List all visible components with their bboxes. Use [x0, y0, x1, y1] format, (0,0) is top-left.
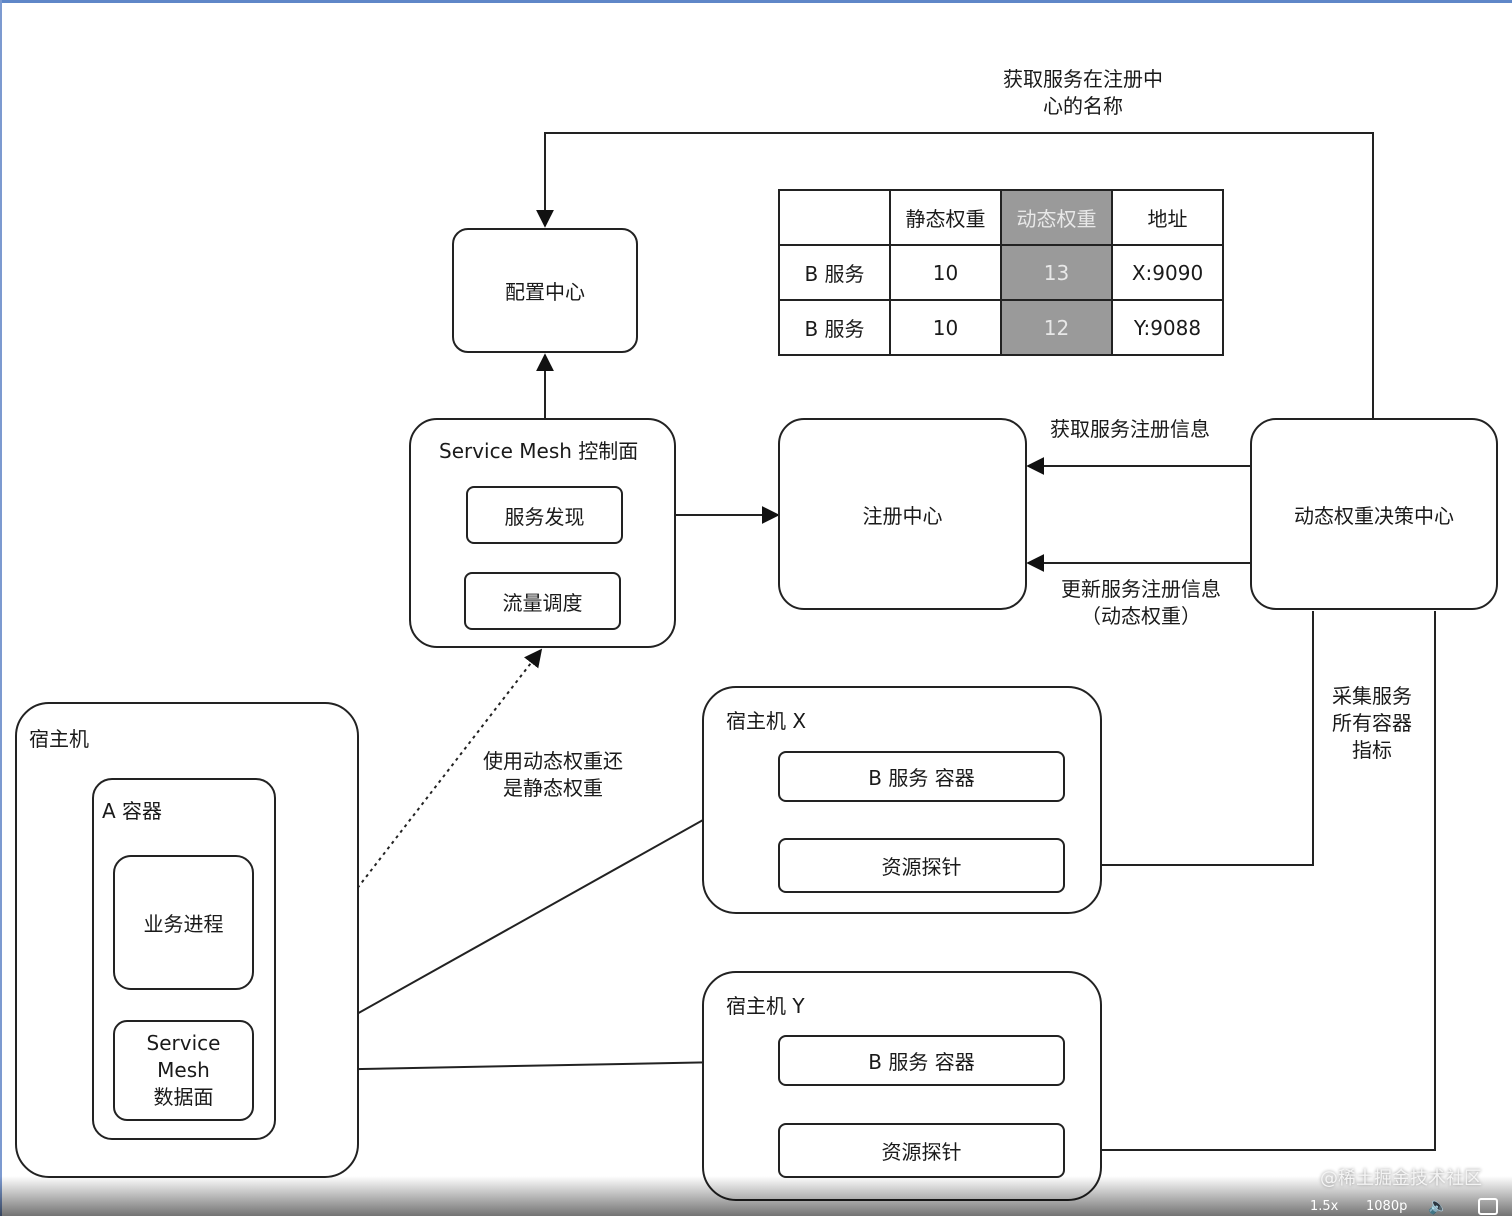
b-container-x-label: B 服务 容器: [868, 766, 975, 790]
table-row: 静态权重 动态权重 地址: [778, 189, 1224, 246]
container-a-label: A 容器: [102, 799, 163, 823]
table-cell: B 服务: [778, 244, 891, 301]
edge-label-collect: 采集服务 所有容器 指标: [1320, 683, 1424, 764]
host-x-label: 宿主机 X: [726, 709, 807, 733]
table-cell: X:9090: [1111, 244, 1224, 301]
b-container-y-node: B 服务 容器: [778, 1035, 1065, 1086]
probe-x-label: 资源探针: [881, 855, 962, 879]
edge-label-line: 采集服务: [1332, 684, 1412, 708]
window-top-border: [0, 0, 1512, 3]
edge-label-line: 所有容器: [1332, 711, 1412, 735]
quality-button[interactable]: 1080p: [1366, 1199, 1408, 1214]
table-header-cell: [778, 189, 891, 246]
decision-center-node: 动态权重决策中心: [1250, 418, 1498, 610]
registry-center-node: 注册中心: [778, 418, 1027, 610]
probe-x-node: 资源探针: [778, 838, 1065, 893]
table-cell: 10: [889, 244, 1002, 301]
weight-table: 静态权重 动态权重 地址 B 服务 10 13 X:9090 B 服务 10 1…: [778, 189, 1224, 356]
window-left-border: [0, 0, 2, 1216]
table-cell: 13: [1000, 244, 1113, 301]
service-discovery-label: 服务发现: [504, 504, 585, 529]
data-plane-node: Service Mesh 数据面: [113, 1020, 254, 1121]
table-row: B 服务 10 12 Y:9088: [778, 299, 1224, 356]
edge-label-use-weight: 使用动态权重还 是静态权重: [470, 748, 636, 802]
edge-label-line: 是静态权重: [503, 776, 603, 800]
b-container-y-label: B 服务 容器: [868, 1050, 975, 1074]
edge-label-line: （动态权重）: [1081, 604, 1201, 628]
table-cell: Y:9088: [1111, 299, 1224, 356]
host-y-label: 宿主机 Y: [726, 994, 805, 1018]
table-header-cell: 地址: [1111, 189, 1224, 246]
edge-label-line: 心的名称: [1043, 94, 1123, 118]
player-control-bar: [0, 1176, 1512, 1216]
table-row: B 服务 10 13 X:9090: [778, 244, 1224, 301]
config-center-node: 配置中心: [452, 228, 638, 353]
fullscreen-icon[interactable]: [1478, 1198, 1498, 1215]
edge-label-get-registry: 获取服务注册信息: [1050, 417, 1210, 441]
edge-get-name: [536, 132, 1374, 418]
edge-collect-y: [1063, 611, 1436, 1159]
probe-y-label: 资源探针: [881, 1140, 962, 1164]
table-cell: 10: [889, 299, 1002, 356]
data-plane-label-line: Service: [146, 1031, 221, 1055]
watermark: @稀土掘金技术社区: [1320, 1168, 1482, 1189]
b-container-x-node: B 服务 容器: [778, 751, 1065, 802]
edge-collect-x: [1063, 611, 1314, 874]
service-discovery-node: 服务发现: [466, 486, 623, 544]
data-plane-label-line: Mesh: [157, 1058, 210, 1082]
registry-center-label: 注册中心: [862, 503, 943, 528]
edge-label-line: 获取服务在注册中: [1003, 67, 1163, 91]
edge-label-line: 更新服务注册信息: [1061, 577, 1221, 601]
traffic-scheduling-node: 流量调度: [464, 572, 621, 630]
business-process-label: 业务进程: [143, 912, 224, 936]
decision-center-label: 动态权重决策中心: [1294, 503, 1454, 528]
edge-label-update-registry: 更新服务注册信息 （动态权重）: [1046, 576, 1236, 630]
table-header-cell: 动态权重: [1000, 189, 1113, 246]
control-plane-label: Service Mesh 控制面: [439, 439, 639, 463]
edge-label-line: 使用动态权重还: [483, 749, 623, 773]
business-process-node: 业务进程: [113, 855, 254, 990]
edge-label-line: 指标: [1352, 738, 1392, 762]
table-header-cell: 静态权重: [889, 189, 1002, 246]
traffic-scheduling-label: 流量调度: [502, 590, 583, 615]
config-center-label: 配置中心: [505, 280, 585, 304]
host-label: 宿主机: [29, 727, 89, 751]
table-cell: 12: [1000, 299, 1113, 356]
data-plane-label-line: 数据面: [153, 1085, 214, 1109]
probe-y-node: 资源探针: [778, 1123, 1065, 1178]
table-cell: B 服务: [778, 299, 891, 356]
volume-icon[interactable]: 🔈: [1428, 1196, 1448, 1215]
edge-label-get-name: 获取服务在注册中 心的名称: [990, 66, 1176, 120]
playback-speed-button[interactable]: 1.5x: [1310, 1199, 1339, 1214]
